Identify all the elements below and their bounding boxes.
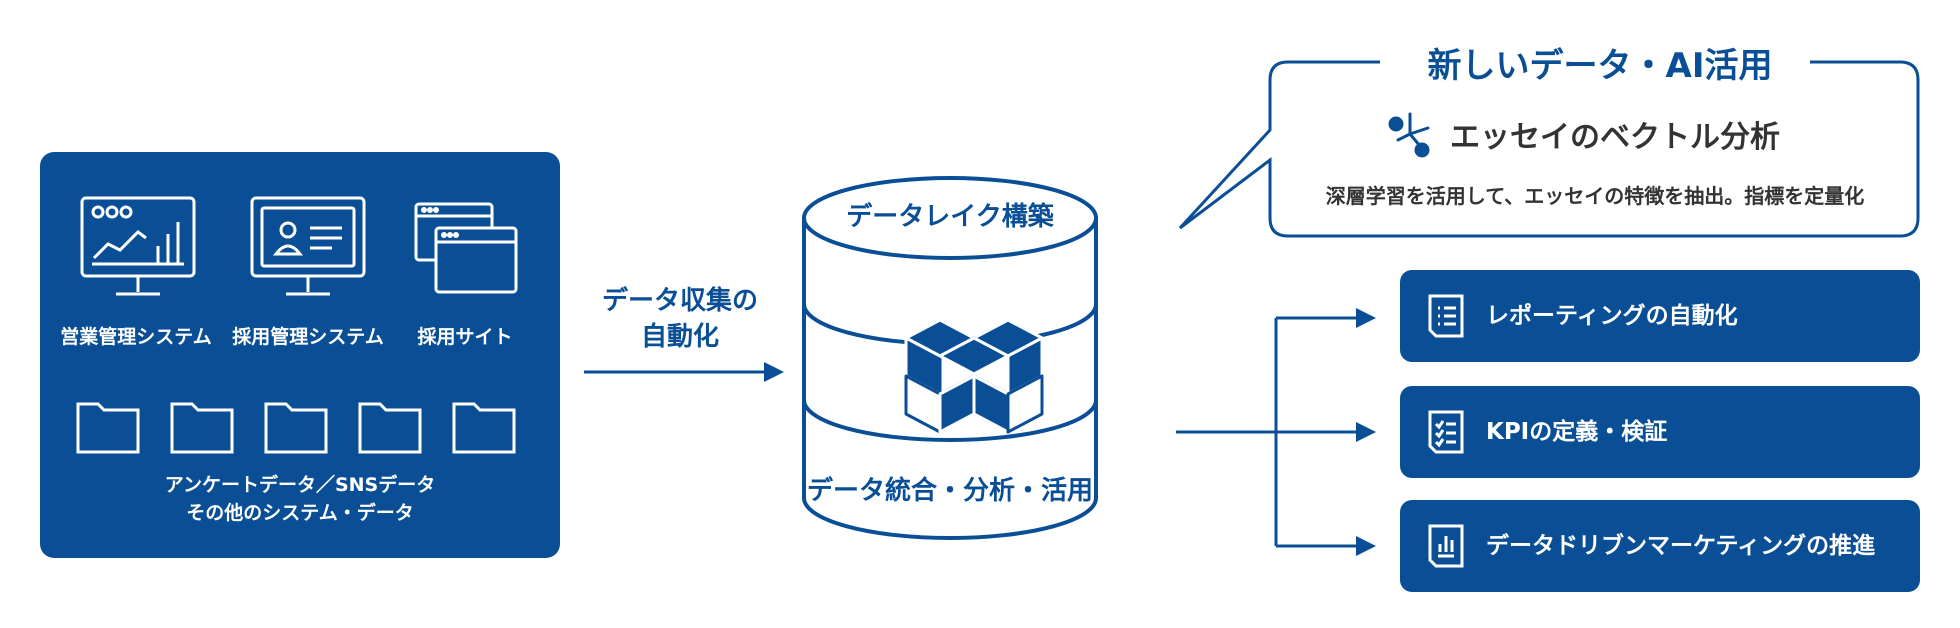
profile-monitor-icon <box>250 196 366 296</box>
output-label: レポーティングの自動化 <box>1486 303 1738 329</box>
system-label: 採用サイト <box>417 326 513 348</box>
collect-arrowhead <box>764 362 784 382</box>
arrow-label-line1: データ収集の <box>601 286 758 316</box>
arrow-label-line2: 自動化 <box>640 322 719 352</box>
dashboard-monitor-icon <box>80 196 196 296</box>
datalake-bottom-label: データ統合・分析・活用 <box>806 476 1093 506</box>
source-systems-panel <box>40 152 560 558</box>
other-data-label-line1: アンケートデータ／SNSデータ <box>164 474 436 496</box>
output-reporting-automation: レポーティングの自動化 <box>1400 270 1920 362</box>
output-data-driven-marketing: データドリブンマーケティングの推進 <box>1400 500 1920 592</box>
checklist-icon <box>1428 410 1464 454</box>
callout-bubble <box>1178 60 1920 238</box>
report-list-icon <box>1428 294 1464 338</box>
bar-chart-doc-icon <box>1428 524 1464 568</box>
callout-title: 新しいデータ・AI活用 <box>1390 38 1810 87</box>
system-label: 採用管理システム <box>232 326 384 348</box>
datalake-top-label: データレイク構築 <box>846 202 1054 232</box>
cubes-logo-icon <box>904 318 1044 434</box>
vector-nodes-icon <box>1388 112 1430 158</box>
output-label: データドリブンマーケティングの推進 <box>1486 533 1876 559</box>
output-kpi-definition: KPIの定義・検証 <box>1400 386 1920 478</box>
browser-windows-icon <box>414 202 518 294</box>
callout-description: 深層学習を活用して、エッセイの特徴を抽出。指標を定量化 <box>1325 184 1865 208</box>
output-label: KPIの定義・検証 <box>1486 419 1668 445</box>
callout-heading: エッセイのベクトル分析 <box>1450 120 1780 155</box>
database-top <box>802 176 1098 260</box>
other-data-label-line2: その他のシステム・データ <box>186 502 414 524</box>
system-label: 営業管理システム <box>60 326 212 348</box>
folder-icons-row <box>76 402 516 454</box>
